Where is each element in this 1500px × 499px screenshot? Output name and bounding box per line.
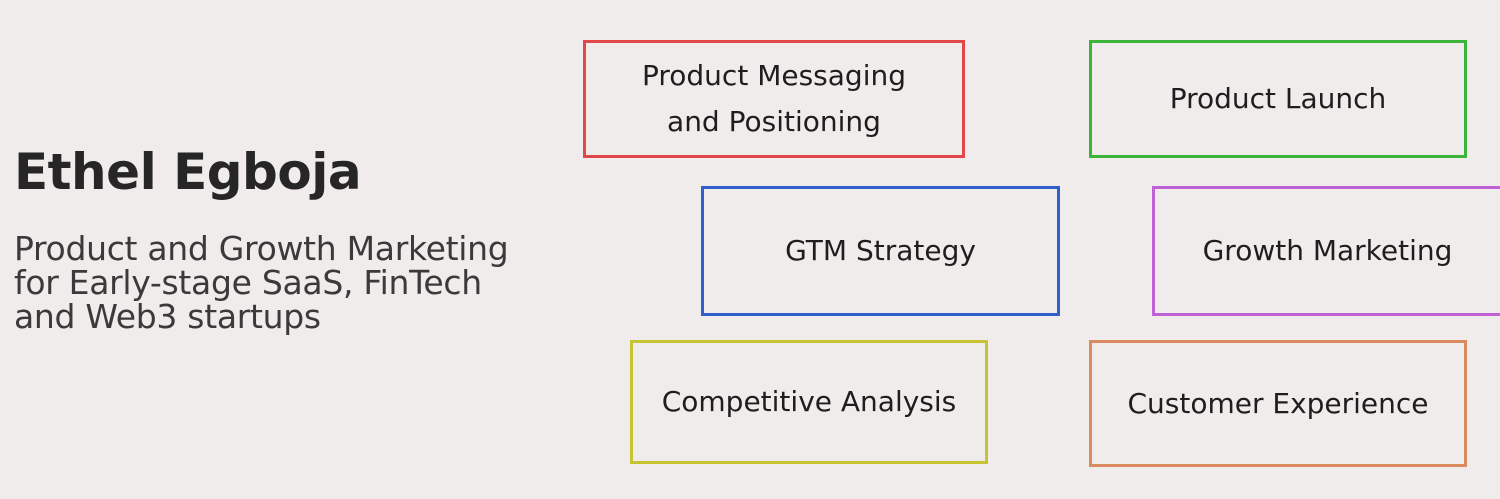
service-box-customer: Customer Experience [1089,340,1467,467]
service-box-launch: Product Launch [1089,40,1467,158]
tagline-line: and Web3 startups [14,297,321,336]
tagline-line: for Early-stage SaaS, FinTech [14,263,482,302]
service-box-gtm: GTM Strategy [701,186,1060,316]
profile-tagline: Product and Growth Marketing for Early-s… [14,232,594,334]
service-box-competitive: Competitive Analysis [630,340,988,464]
tagline-line: Product and Growth Marketing [14,229,509,268]
service-label-messaging: Product Messaging and Positioning [642,53,906,145]
service-box-growth: Growth Marketing [1152,186,1500,316]
service-label-line: Product Messaging [641,59,906,92]
service-label-line: and Positioning [667,105,881,138]
service-label-customer: Customer Experience [1127,386,1429,420]
service-label-growth: Growth Marketing [1202,234,1453,267]
profile-name: Ethel Egboja [14,143,362,201]
service-label-competitive: Competitive Analysis [661,385,957,418]
service-label-launch: Product Launch [1169,82,1387,115]
service-label-gtm: GTM Strategy [785,234,976,267]
service-box-messaging: Product Messaging and Positioning [583,40,965,158]
